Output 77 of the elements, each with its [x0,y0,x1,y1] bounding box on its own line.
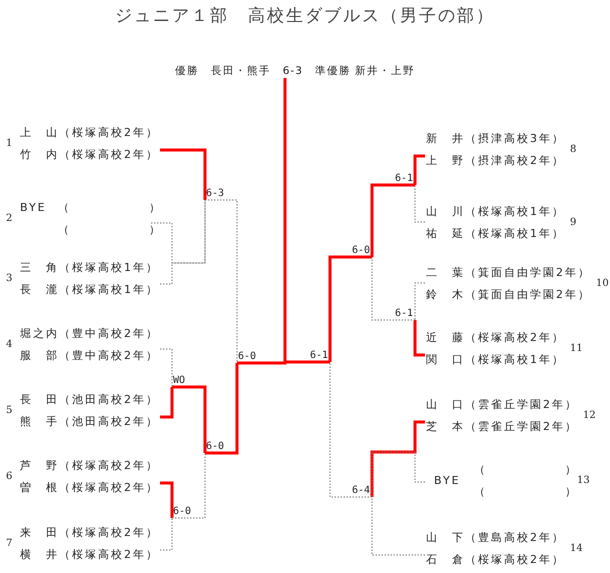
bracket-line [204,200,238,364]
player-entry: 上 野（摂津高校2年） [426,153,565,169]
match-score: 6-4 [346,485,372,497]
player-entry: 曽 根（桜塚高校2年） [20,480,159,496]
seed-number: 13 [577,475,590,486]
player-entry: 来 田（桜塚高校2年） [20,525,159,541]
bracket-line [328,256,372,362]
match-score: 6-0 [346,245,372,257]
seed-number: 10 [596,278,609,289]
bye-label: BYE [434,473,461,489]
player-entry: 竹 内（桜塚高校2年） [20,147,159,163]
bracket-line [172,452,206,518]
seed-number: 5 [6,405,12,416]
player-entry: 関 口（桜塚高校1年） [426,352,565,368]
bracket-line [160,148,206,200]
empty-entry-line: （ ） [474,462,572,478]
bracket-line [160,387,174,418]
bracket-line [414,320,425,356]
bracket-line [372,452,426,498]
player-entry: 山 口（雲雀丘学園2年） [426,397,578,413]
player-entry: 堀之内（豊中高校2年） [20,326,159,342]
bracket-line [372,496,426,556]
bracket-line [160,348,172,388]
bracket-line [150,200,206,264]
player-entry: 芦 野（桜塚高校2年） [20,458,159,474]
player-entry: 熊 手（池田高校2年） [20,414,159,430]
player-entry: 芝 本（雲雀丘学園2年） [426,419,578,435]
player-entry: 三 角（桜塚高校1年） [20,260,159,276]
player-entry: 鈴 木（箕面自由学園2年） [426,287,591,303]
player-entry: 近 藤（桜塚高校2年） [426,330,565,346]
seed-number: 2 [6,213,12,224]
seed-number: 14 [570,543,583,554]
bracket-line [160,518,172,550]
player-entry: 上 山（桜塚高校2年） [20,125,159,141]
bracket-line [160,482,174,518]
seed-number: 3 [6,273,12,284]
player-entry: 新 井（摂津高校3年） [426,131,565,147]
bye-label: BYE [20,200,47,216]
seed-number: 12 [583,410,596,421]
bracket-line [160,200,206,284]
title: ジュニア１部 高校生ダブルス（男子の部） [114,5,496,27]
seed-number: 11 [570,343,583,354]
match-score: 6-3 [205,188,231,200]
player-entry: 山 川（桜塚高校1年） [426,204,565,220]
match-score: 6-1 [389,308,415,320]
player-entry: 祐 延（桜塚高校1年） [426,226,565,242]
bracket-line [414,184,426,222]
bracket-line [414,154,425,185]
match-score: 6-1 [304,350,330,362]
match-score: WO [172,375,198,387]
match-score: 6-0 [172,506,198,518]
bracket-line [372,256,416,320]
seed-number: 4 [6,339,12,350]
match-score: 6-0 [205,441,231,453]
bracket-line [172,386,206,453]
player-entry: 二 葉（箕面自由学園2年） [426,265,591,281]
empty-entry-line: （ ） [474,484,572,500]
bracket-line [370,184,415,257]
seed-number: 1 [6,138,12,149]
player-entry: 長 瀧（桜塚高校1年） [20,282,159,298]
player-entry: 服 部（豊中高校2年） [20,348,159,364]
player-entry: 山 下（豊島高校2年） [426,530,565,546]
result-summary: 優勝 長田・熊手 6-3 準優勝 新井・上野 [170,64,420,78]
player-entry: 長 田（池田高校2年） [20,392,159,408]
seed-number: 9 [570,217,576,228]
bracket-line [205,363,238,454]
seed-number: 6 [6,471,12,482]
seed-number: 7 [6,538,12,549]
match-score: 6-1 [389,173,415,185]
bracket-line [284,78,330,364]
seed-number: 8 [570,144,576,155]
player-entry: 横 井（桜塚高校2年） [20,547,159,563]
bracket-line [370,420,425,497]
match-score: 6-0 [237,351,263,363]
bracket-line [414,282,426,320]
player-entry: 石 倉（桜塚高校2年） [426,552,565,568]
bracket-line [330,362,372,498]
